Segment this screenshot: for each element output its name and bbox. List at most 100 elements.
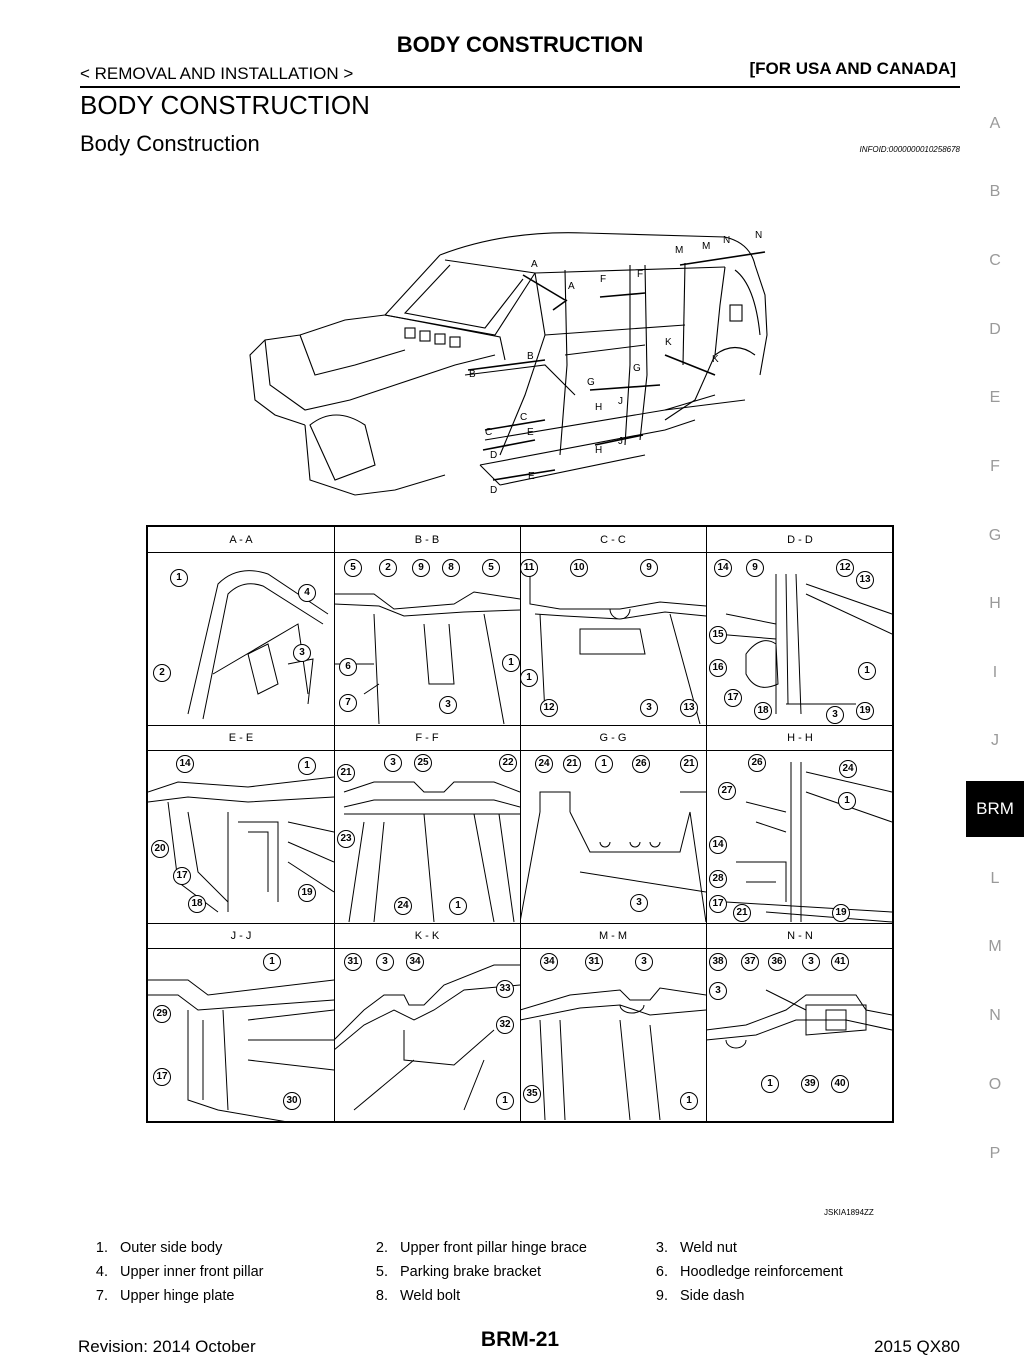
callout-number: 26 [632, 755, 650, 773]
callout-number: 36 [768, 953, 786, 971]
callout-number: 1 [838, 792, 856, 810]
callout-number: 14 [709, 836, 727, 854]
section-view-label: F - F [334, 725, 520, 751]
callout-number: 3 [640, 699, 658, 717]
callout-number: 3 [635, 953, 653, 971]
section-view-drawing [334, 964, 520, 1111]
callout-number: 22 [499, 754, 517, 772]
side-tab-b[interactable]: B [989, 183, 1001, 200]
section-view-label: J - J [148, 923, 334, 949]
svg-text:K: K [712, 354, 719, 365]
callout-number: 17 [709, 895, 727, 913]
section-view-label: B - B [334, 527, 520, 553]
callout-number: 21 [733, 904, 751, 922]
callout-number: 3 [630, 894, 648, 912]
svg-text:D: D [490, 450, 497, 461]
side-tab-f[interactable]: F [990, 458, 1000, 475]
section-view-label: C - C [520, 527, 706, 553]
callout-number: 8 [442, 559, 460, 577]
section-view-drawing [706, 989, 892, 1049]
section-view-drawing [715, 573, 892, 715]
callout-number: 12 [836, 559, 854, 577]
svg-text:F: F [600, 274, 606, 285]
svg-text:J: J [618, 436, 623, 447]
callout-number: 29 [153, 1005, 171, 1023]
callout-number: 31 [344, 953, 362, 971]
callout-number: 2 [153, 664, 171, 682]
svg-text:H: H [595, 445, 602, 456]
legend-text: Upper hinge plate [120, 1288, 235, 1304]
section-view-label: N - N [706, 923, 894, 949]
footer-page-number: BRM-21 [480, 1328, 560, 1351]
callout-number: 38 [709, 953, 727, 971]
side-tab-l[interactable]: L [990, 870, 1000, 887]
callout-number: 32 [496, 1016, 514, 1034]
info-id: INFOID:0000000010258678 [859, 145, 960, 154]
side-tab-a[interactable]: A [989, 115, 1001, 132]
callout-number: 35 [523, 1085, 541, 1103]
section-view-drawing [520, 987, 706, 1121]
section-title: BODY CONSTRUCTION [80, 90, 370, 120]
side-tab-h[interactable]: H [989, 595, 1001, 612]
side-tab-n[interactable]: N [989, 1007, 1001, 1024]
callout-number: 37 [741, 953, 759, 971]
callout-number: 1 [263, 953, 281, 971]
side-tab-m[interactable]: M [988, 938, 1002, 955]
callout-number: 1 [595, 755, 613, 773]
side-tab-brm[interactable]: BRM [966, 781, 1024, 837]
callout-number: 3 [384, 754, 402, 772]
section-view-label: E - E [148, 725, 334, 751]
callout-number: 40 [831, 1075, 849, 1093]
legend-number: 7. [95, 1288, 108, 1304]
callout-number: 30 [283, 1092, 301, 1110]
side-tab-index: A B C D E F G H I J BRM L M N O P [966, 0, 1024, 1367]
side-tab-g[interactable]: G [988, 527, 1002, 544]
legend-number: 9. [655, 1288, 668, 1304]
side-tab-d[interactable]: D [989, 321, 1001, 338]
callout-number: 1 [298, 757, 316, 775]
callout-number: 17 [173, 867, 191, 885]
callout-number: 1 [858, 662, 876, 680]
side-tab-i[interactable]: I [992, 664, 998, 681]
legend-number: 3. [655, 1240, 668, 1256]
callout-number: 4 [298, 584, 316, 602]
callout-number: 24 [839, 760, 857, 778]
section-view-drawing [187, 570, 329, 720]
section-view-label: G - G [520, 725, 706, 751]
callout-number: 24 [535, 755, 553, 773]
callout-number: 1 [520, 669, 538, 687]
svg-text:A: A [568, 281, 575, 292]
side-tab-j[interactable]: J [991, 732, 999, 749]
callout-number: 14 [714, 559, 732, 577]
callout-number: 19 [832, 904, 850, 922]
section-subtitle: Body Construction [80, 131, 260, 156]
callout-number: 17 [153, 1068, 171, 1086]
section-view-drawing [334, 591, 520, 725]
section-view-j-j: J - J 1 29 17 30 [148, 923, 335, 1122]
side-tab-p[interactable]: P [989, 1145, 1001, 1162]
svg-text:M: M [702, 241, 710, 252]
callout-number: 1 [680, 1092, 698, 1110]
legend-text: Outer side body [120, 1240, 223, 1256]
callout-number: 23 [337, 830, 355, 848]
callout-number: 18 [188, 895, 206, 913]
callout-number: 21 [680, 755, 698, 773]
legend-number: 1. [95, 1240, 108, 1256]
svg-text:G: G [633, 363, 641, 374]
callout-number: 1 [170, 569, 188, 587]
section-view-label: K - K [334, 923, 520, 949]
callout-number: 7 [339, 694, 357, 712]
svg-text:B: B [469, 369, 476, 380]
callout-number: 27 [718, 782, 736, 800]
callout-number: 21 [337, 764, 355, 782]
side-tab-e[interactable]: E [989, 389, 1001, 406]
callout-number: 1 [496, 1092, 514, 1110]
legend-text: Hoodledge reinforcement [680, 1264, 843, 1280]
side-tab-o[interactable]: O [988, 1076, 1002, 1093]
side-tab-c[interactable]: C [989, 252, 1001, 269]
callout-number: 19 [856, 702, 874, 720]
